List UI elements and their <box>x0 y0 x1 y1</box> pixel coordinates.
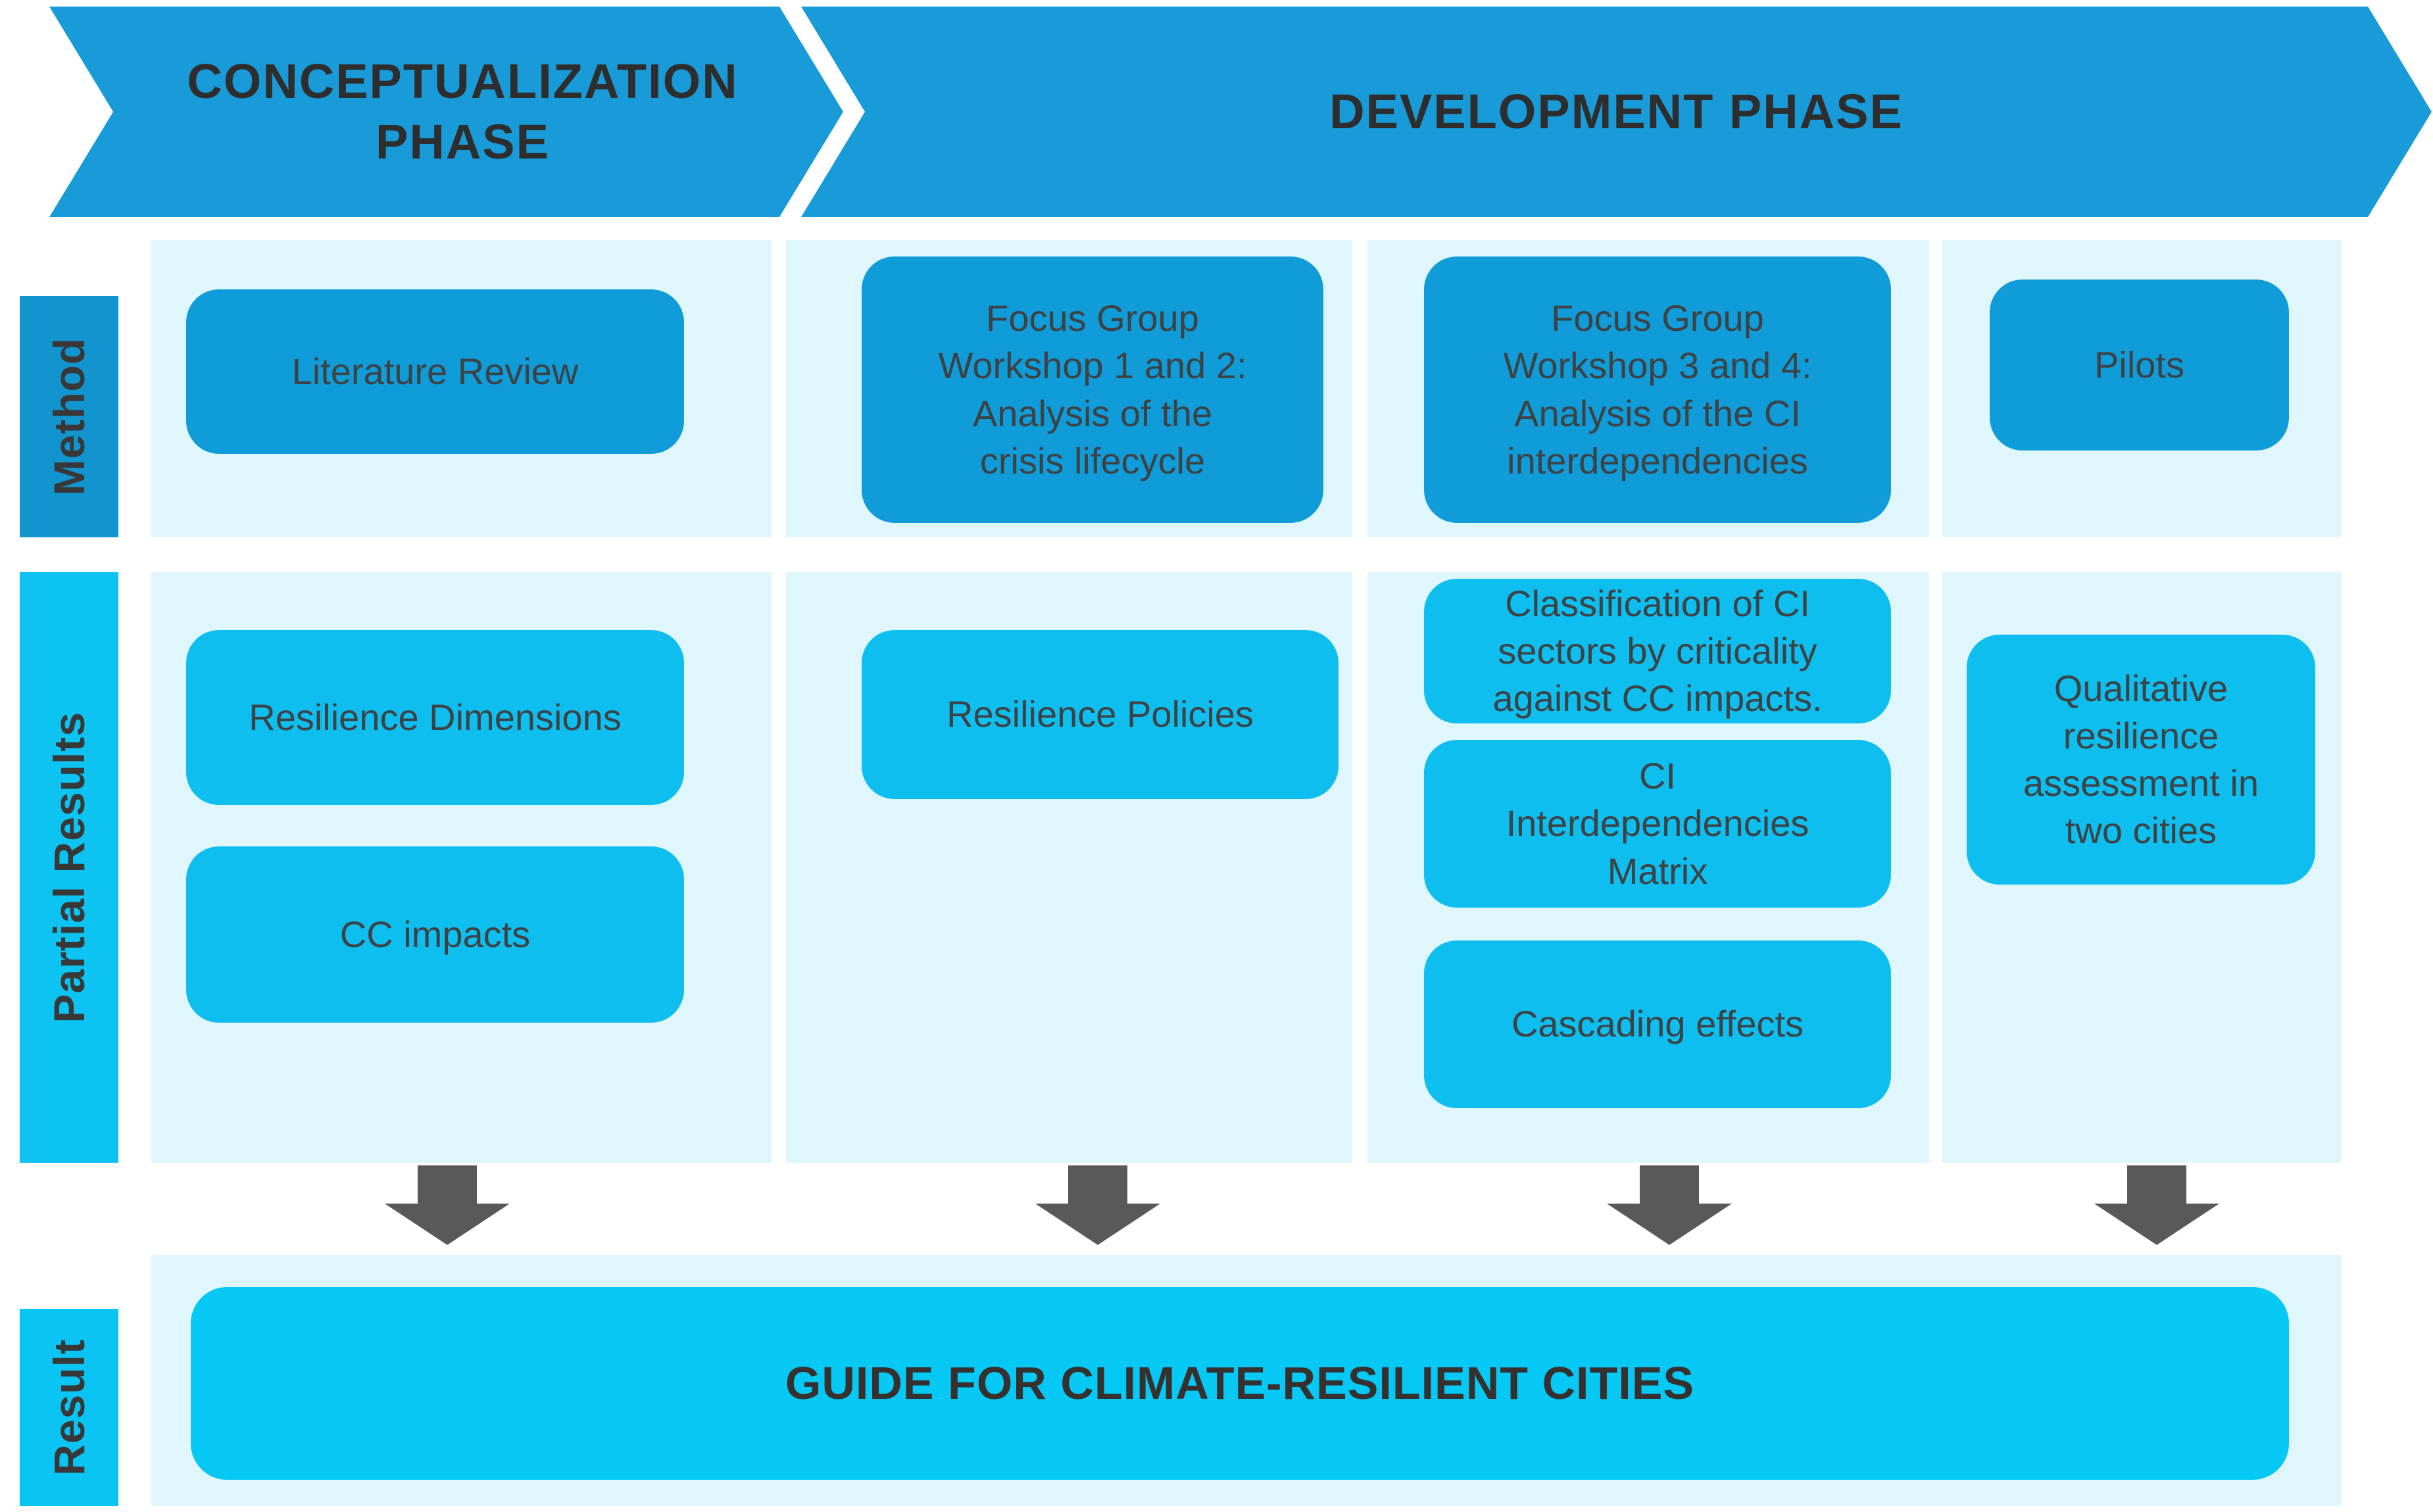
box-pilots: Pilots <box>1990 280 2289 451</box>
banner-development-phase: DEVELOPMENT PHASE <box>801 7 2432 217</box>
qualitative-resilience-assessment-label: Qualitative resilience assessment in two… <box>2023 667 2259 852</box>
down-arrow-icon <box>1035 1165 1160 1245</box>
conceptualization-phase-label: CONCEPTUALIZATION PHASE <box>187 53 739 170</box>
row-bar-method: Method <box>20 296 118 537</box>
row-label-partial-results: Partial Results <box>45 712 93 1023</box>
row-label-result: Result <box>45 1339 93 1476</box>
cc-impacts-label: CC impacts <box>339 913 531 955</box>
down-arrow-icon <box>385 1165 510 1245</box>
cascading-effects-label: Cascading effects <box>1511 1003 1804 1045</box>
ci-interdependencies-matrix-label: CI Interdependencies Matrix <box>1506 755 1809 892</box>
box-classification-ci-sectors: Classification of CI sectors by critical… <box>1424 579 1891 723</box>
resilience-dimensions-label: Resilience Dimensions <box>249 696 622 738</box>
row-bar-result: Result <box>20 1309 118 1506</box>
box-focus-group-workshop-1-2: Focus Group Workshop 1 and 2: Analysis o… <box>862 256 1323 523</box>
classification-ci-sectors-label: Classification of CI sectors by critical… <box>1492 582 1823 719</box>
guide-for-climate-resilient-cities-label: GUIDE FOR CLIMATE-RESILIENT CITIES <box>785 1357 1695 1409</box>
development-phase-label: DEVELOPMENT PHASE <box>1329 84 1904 139</box>
pilots-label: Pilots <box>2094 343 2184 385</box>
box-guide-for-climate-resilient-cities: GUIDE FOR CLIMATE-RESILIENT CITIES <box>191 1287 2289 1480</box>
banner-conceptualization-phase: CONCEPTUALIZATION PHASE <box>49 7 843 217</box>
resilience-policies-label: Resilience Policies <box>946 693 1254 735</box>
box-resilience-dimensions: Resilience Dimensions <box>186 630 684 805</box>
box-literature-review: Literature Review <box>186 289 684 454</box>
box-ci-interdependencies-matrix: CI Interdependencies Matrix <box>1424 740 1891 908</box>
box-resilience-policies: Resilience Policies <box>862 630 1339 799</box>
literature-review-label: Literature Review <box>291 350 579 392</box>
down-arrow-icon <box>1607 1165 1732 1245</box>
focus-group-workshop-3-4-label: Focus Group Workshop 3 and 4: Analysis o… <box>1503 297 1812 481</box>
row-bar-partial-results: Partial Results <box>20 572 118 1163</box>
box-qualitative-resilience-assessment: Qualitative resilience assessment in two… <box>1967 635 2315 885</box>
row-label-method: Method <box>45 337 93 496</box>
box-focus-group-workshop-3-4: Focus Group Workshop 3 and 4: Analysis o… <box>1424 256 1891 523</box>
down-arrow-icon <box>2094 1165 2219 1245</box>
focus-group-workshop-1-2-label: Focus Group Workshop 1 and 2: Analysis o… <box>938 297 1247 481</box>
box-cascading-effects: Cascading effects <box>1424 940 1891 1108</box>
box-cc-impacts: CC impacts <box>186 846 684 1023</box>
